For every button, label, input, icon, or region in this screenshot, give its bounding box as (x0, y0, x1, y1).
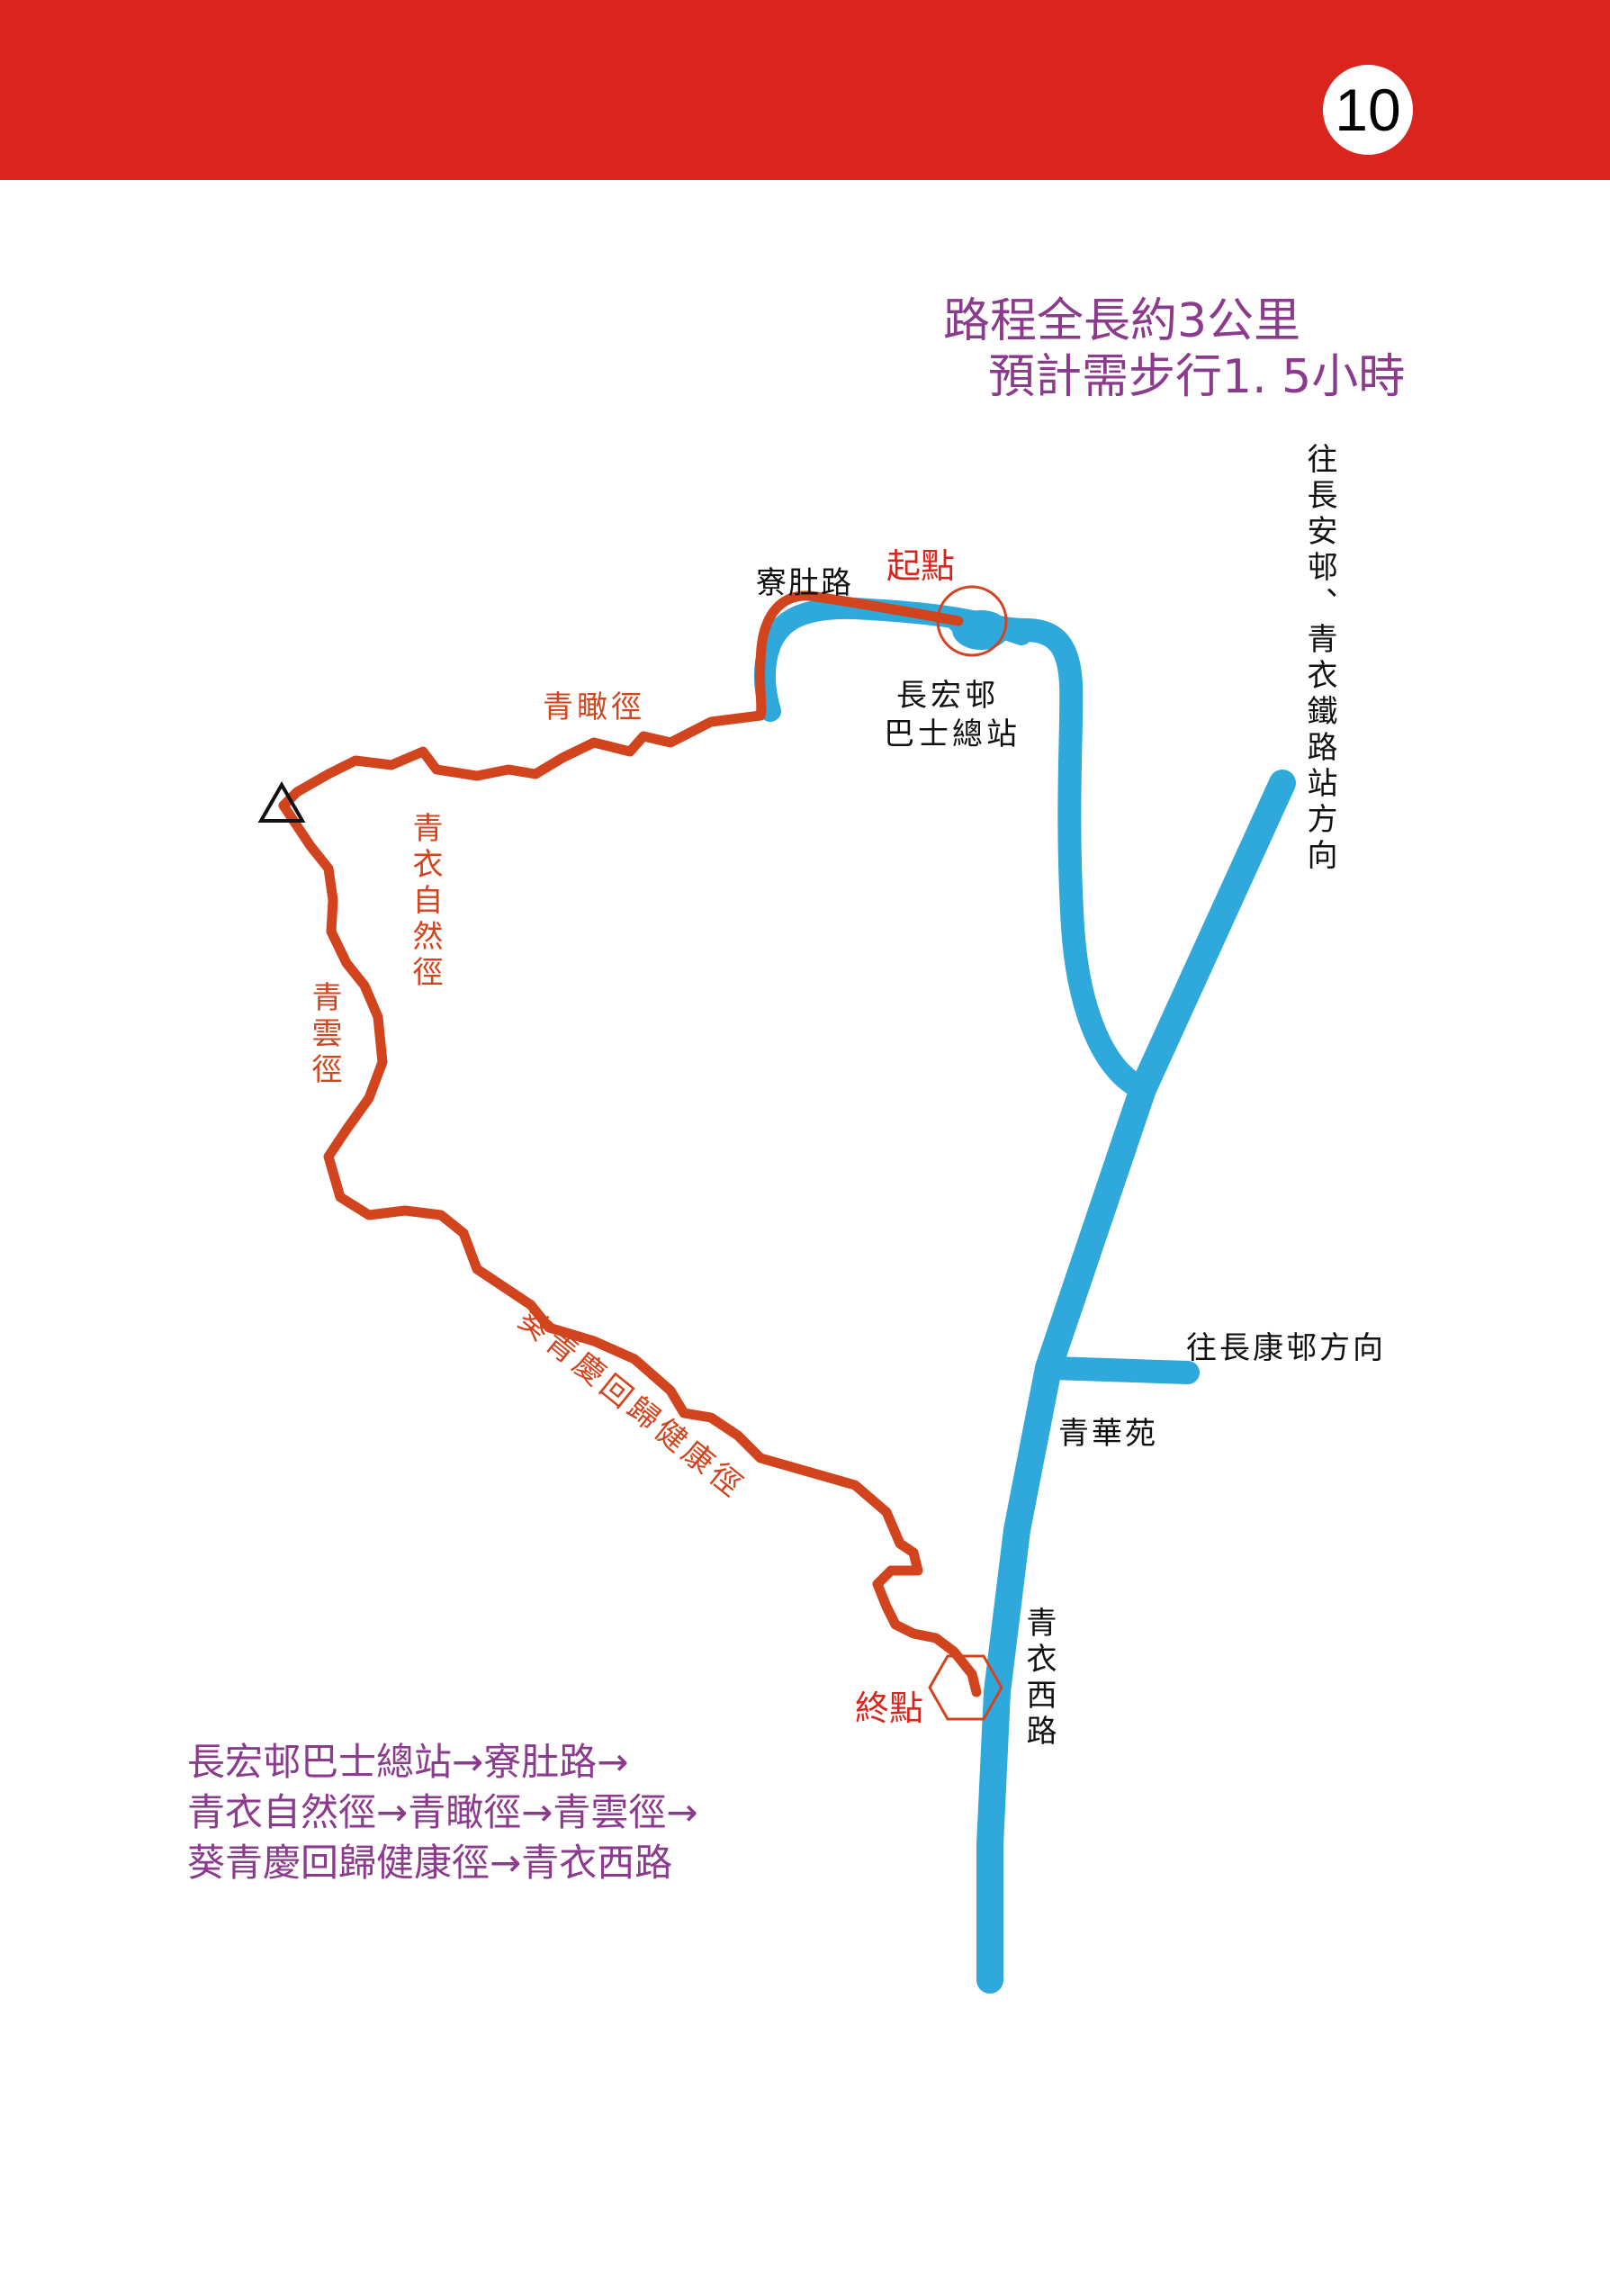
label-tsing-wan: 青雲徑 (306, 981, 342, 1089)
label-tsing-yi-nature: 青衣自然徑 (407, 812, 443, 992)
hexagon-icon (928, 1654, 1003, 1721)
label-to-changon: 往長安邨、青衣鐵路站方向 (1301, 443, 1337, 875)
label-to-cheunghong: 往長康邨方向 (1186, 1330, 1386, 1366)
circle-icon (936, 585, 1008, 657)
label-bus-terminus-line1: 長宏邨 (896, 678, 999, 714)
branch-road-cheunghong (1041, 1356, 1200, 1384)
route-summary-line: 青衣自然徑→青瞰徑→青雲徑→ (187, 1790, 698, 1834)
label-end: 終點 (855, 1688, 924, 1728)
route-time: 預計需步行1. 5小時 (988, 350, 1406, 404)
triangle-icon (257, 780, 306, 823)
route-summary-line: 葵青慶回歸健康徑→青衣西路 (187, 1841, 673, 1885)
trail-tsing-ham (278, 710, 766, 811)
route-summary: 長宏邨巴士總站→寮肚路→ 青衣自然徑→青瞰徑→青雲徑→ 葵青慶回歸健康徑→青衣西… (187, 1737, 698, 1888)
bus-terminus-terminal (952, 610, 1010, 650)
label-start: 起點 (886, 546, 956, 586)
route-distance: 路程全長約3公里 (943, 294, 1301, 348)
label-bus-terminus-line2: 巴士總站 (884, 716, 1021, 752)
label-tsing-yi-west-rd: 青衣西路 (1021, 1607, 1057, 1751)
trail-liu-to-road (755, 590, 964, 721)
label-tsing-ham: 青瞰徑 (543, 689, 645, 725)
label-tsing-wah-court: 青華苑 (1058, 1416, 1158, 1452)
page-number: 10 (1323, 65, 1413, 155)
label-liu-to-road: 寮肚路 (756, 565, 853, 601)
trail-tsing-wan (278, 800, 982, 1697)
route-summary-line: 長宏邨巴士總站→寮肚路→ (187, 1740, 629, 1784)
